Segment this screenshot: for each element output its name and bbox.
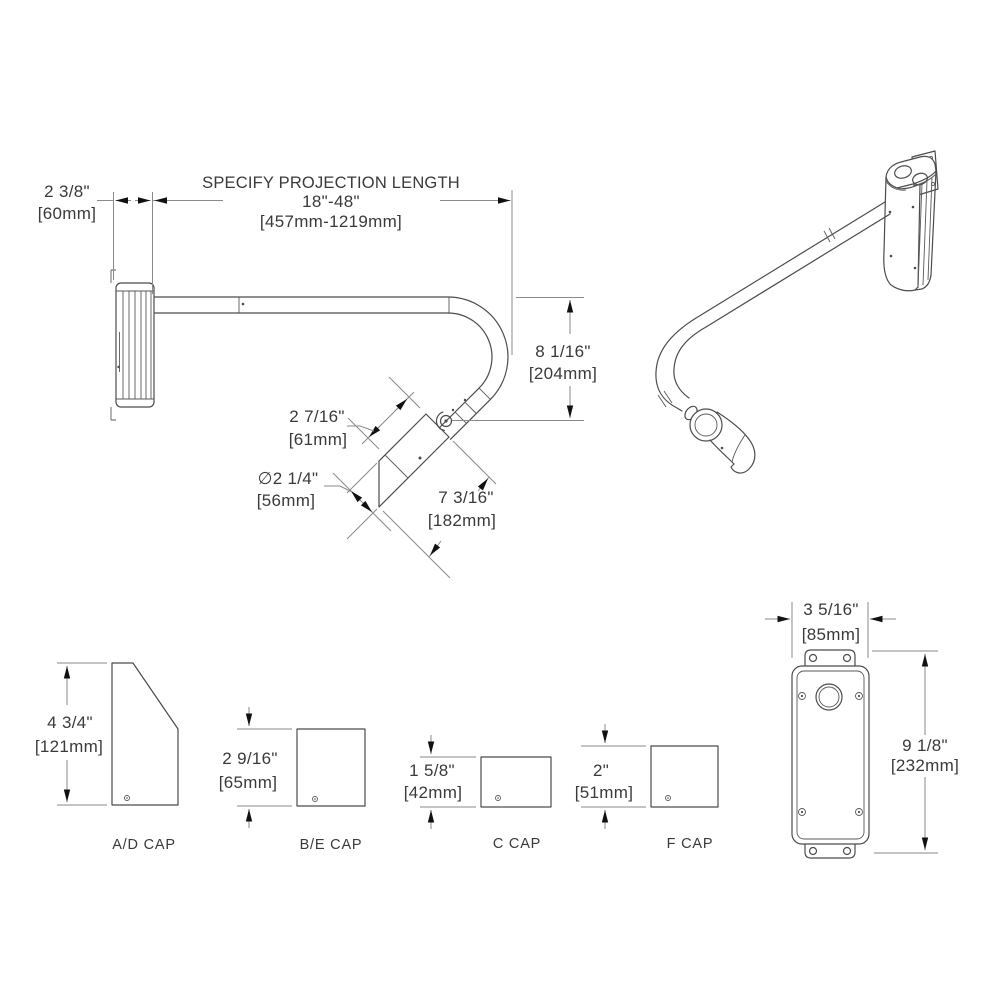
cap-be-dim-mm: [65mm]	[219, 773, 277, 792]
cap-ad: 4 3/4" [121mm] A/D CAP	[35, 662, 179, 853]
dim-diameter-mm: [56mm]	[257, 491, 315, 510]
cap-c: 1 5/8" [42mm] C CAP	[404, 735, 552, 852]
iso-arm-tube	[655, 201, 891, 412]
dim-diameter-in: ∅2 1/4"	[258, 469, 319, 488]
cap-f-label: F CAP	[667, 836, 714, 852]
dim-head-length: 7 3/16" [182mm]	[382, 440, 497, 579]
cap-ad-label: A/D CAP	[112, 837, 176, 853]
dim-projection-length: SPECIFY PROJECTION LENGTH 18"-48" [457mm…	[154, 174, 513, 355]
dim-head-length-in: 7 3/16"	[438, 488, 493, 507]
arm-tube-side	[153, 296, 509, 440]
cap-be-dim-in: 2 9/16"	[222, 749, 277, 768]
dim-plate-depth-in: 2 3/8"	[44, 182, 90, 201]
dim-projection-range-mm: [457mm-1219mm]	[260, 212, 402, 231]
back-box-view: 3 5/16" [85mm] 9 1/8" [232mm]	[765, 600, 959, 859]
iso-lamp-head	[684, 405, 756, 474]
dim-projection-range-in: 18"-48"	[302, 192, 360, 211]
dim-arm-drop: 8 1/16" [204mm]	[452, 297, 597, 421]
dim-drop-in: 8 1/16"	[535, 342, 590, 361]
cap-c-dim-mm: [42mm]	[404, 783, 462, 802]
cap-ad-dim-in: 4 3/4"	[47, 713, 93, 732]
cap-f-dim-in: 2"	[593, 761, 609, 780]
dim-box-height: 9 1/8" [232mm]	[872, 650, 959, 854]
isometric-view	[655, 150, 939, 474]
dim-plate-depth: 2 3/8" [60mm]	[38, 182, 496, 294]
dim-swivel-mm: [61mm]	[289, 430, 347, 449]
cap-be-label: B/E CAP	[300, 837, 363, 853]
dim-drop-mm: [204mm]	[529, 364, 597, 383]
dim-box-width-in: 3 5/16"	[803, 600, 858, 619]
back-box-body	[791, 649, 870, 859]
cap-details: 4 3/4" [121mm] A/D CAP 2 9/16" [65mm] B/…	[35, 662, 719, 853]
side-elevation-view: 2 3/8" [60mm] SPECIFY PROJECTION LENGTH …	[38, 174, 597, 579]
cap-f: 2" [51mm] F CAP	[575, 724, 719, 852]
lamp-head-side	[378, 413, 450, 508]
dim-box-height-mm: [232mm]	[891, 756, 959, 775]
cap-f-dim-mm: [51mm]	[575, 783, 633, 802]
cap-c-dim-in: 1 5/8"	[409, 761, 455, 780]
cap-be: 2 9/16" [65mm] B/E CAP	[219, 707, 366, 853]
cap-ad-dim-mm: [121mm]	[35, 737, 103, 756]
dim-swivel-in: 2 7/16"	[289, 407, 344, 426]
dim-barrel-diameter: ∅2 1/4" [56mm]	[257, 462, 392, 540]
cap-c-label: C CAP	[493, 836, 541, 852]
dim-head-length-mm: [182mm]	[428, 511, 496, 530]
dim-box-width: 3 5/16" [85mm]	[765, 600, 896, 658]
iso-back-box	[883, 155, 937, 292]
dim-plate-depth-mm: [60mm]	[38, 204, 96, 223]
dim-box-height-in: 9 1/8"	[902, 736, 948, 755]
dim-swivel-width: 2 7/16" [61mm]	[289, 376, 421, 450]
dim-projection-title: SPECIFY PROJECTION LENGTH	[202, 174, 460, 192]
dim-box-width-mm: [85mm]	[802, 625, 860, 644]
